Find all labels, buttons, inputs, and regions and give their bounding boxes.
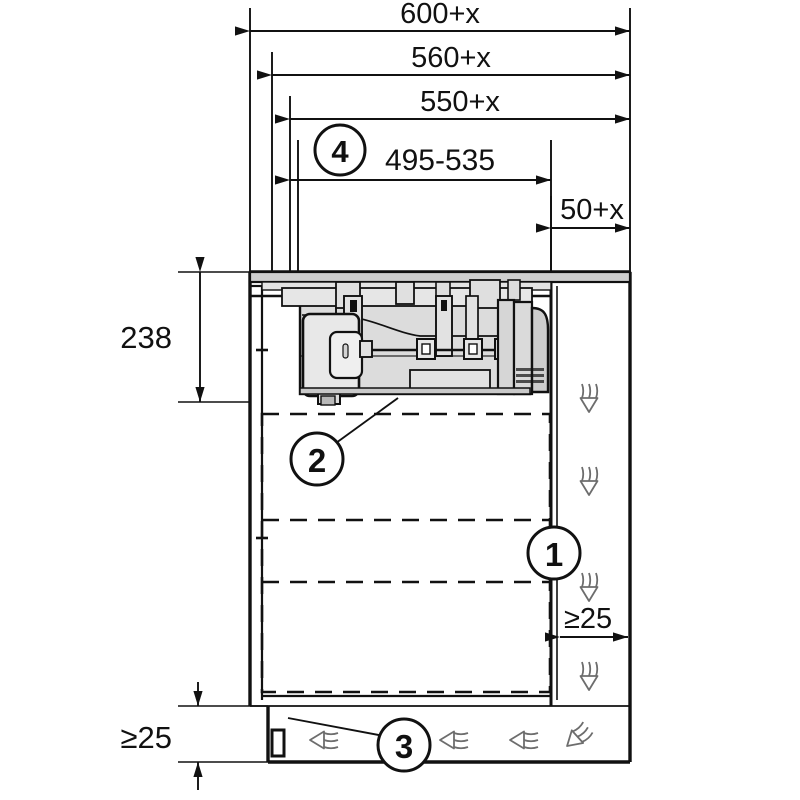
dimension-550x: 550+x (275, 86, 630, 124)
callout-2-circle (289, 431, 345, 487)
duct-wall-a (496, 298, 516, 396)
callout-3-leader (287, 717, 385, 737)
dimension-238: 238 (120, 257, 250, 403)
callout-4: 4 (313, 123, 367, 177)
callout-2-leader (335, 397, 399, 444)
bottom-vent-strip: 3 (270, 717, 432, 773)
motor-rib-mid (435, 295, 453, 357)
dimension-550x-label: 550+x (420, 86, 500, 118)
dimension-50x: 50+x (536, 194, 630, 233)
callout-1: 1 (526, 525, 582, 581)
dimension-600x-label: 600+x (400, 0, 480, 30)
vent-baffle (270, 728, 286, 758)
dimension-50x-label: 50+x (560, 194, 624, 226)
dimension-238-label: 238 (120, 320, 172, 355)
callout-3-circle (376, 717, 432, 773)
dimension-bottom-clearance-label: ≥25 (121, 720, 173, 755)
dimension-560x: 560+x (257, 42, 630, 80)
callout-4-circle (313, 123, 367, 177)
callout-2-label: 2 (308, 442, 326, 479)
dimension-bottom-clearance: ≥25 (121, 682, 268, 790)
dimension-cutout-range-label: 495-535 (385, 144, 495, 177)
dimension-right-clearance: ≥25 (545, 603, 628, 642)
dimension-right-clearance-label: ≥25 (564, 603, 612, 635)
dimension-600x: 600+x (235, 0, 630, 36)
dimension-cutout-range: 495-535 (275, 144, 551, 185)
callout-3-label: 3 (395, 728, 413, 765)
callout-2: 2 (289, 397, 399, 487)
extractor-motor-assembly (281, 279, 550, 406)
callout-1-label: 1 (545, 536, 563, 573)
dimension-560x-label: 560+x (411, 42, 491, 74)
duct-outlet (530, 306, 550, 394)
top-dimension-stack: 600+x 560+x 550+x 495-535 4 50+x (235, 0, 630, 233)
callout-1-circle (526, 525, 582, 581)
callout-4-label: 4 (331, 134, 349, 169)
